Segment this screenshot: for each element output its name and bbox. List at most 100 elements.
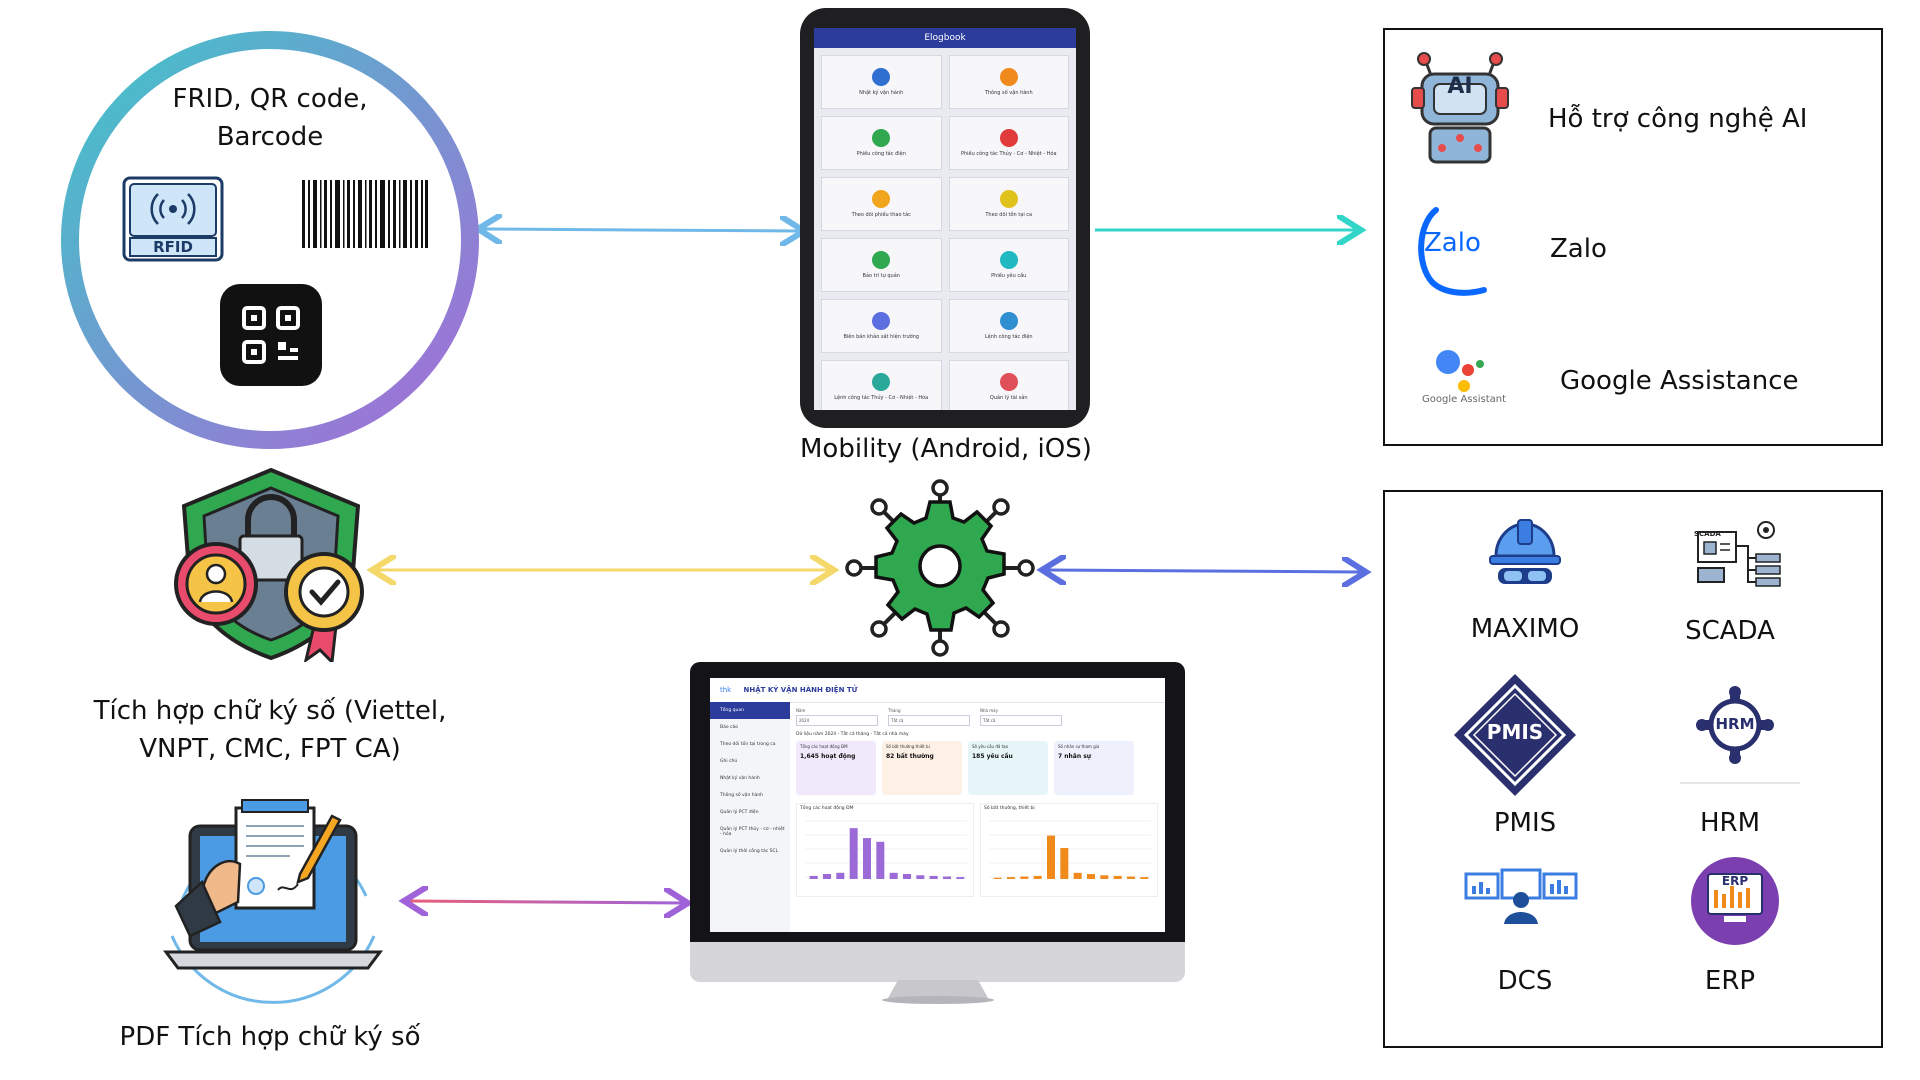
mini-chart-bar (993, 877, 1002, 879)
desktop-filter[interactable]: Năm 2024 (796, 708, 878, 726)
desktop-charts: Tổng các hoạt động ĐM Số bất thường, thi… (796, 803, 1159, 897)
desktop-filter-label: Tháng (888, 708, 901, 713)
app-tile-icon (872, 373, 891, 391)
desktop-stat-value: 82 bất thường (886, 753, 934, 760)
mini-chart-bar (943, 876, 951, 879)
desktop-stat-title: Số bất thường thiết bị (886, 744, 930, 749)
desktop-chart-activities: Tổng các hoạt động ĐM (796, 803, 974, 897)
app-tile[interactable]: Lệnh công tác điện (948, 299, 1069, 353)
app-tile-icon (999, 373, 1018, 391)
maximo-label: MAXIMO (1470, 614, 1580, 644)
app-tile-icon (872, 251, 891, 269)
desktop-stat-value: 1,645 hoạt động (800, 753, 856, 760)
arrow-scan-to-mobile (484, 229, 798, 231)
app-tile-label: Phiếu yêu cầu (991, 273, 1027, 279)
app-tile-label: Lệnh công tác điện (984, 334, 1033, 340)
desktop-menu-item[interactable]: Thông số vận hành (720, 793, 764, 798)
app-tile-icon (872, 129, 891, 147)
app-tile[interactable]: Phiếu công tác điện (821, 116, 942, 170)
app-tile[interactable]: Lệnh công tác Thủy - Cơ - Nhiệt - Hóa (821, 360, 942, 410)
google-assistance-label: Google Assistance (1560, 366, 1799, 396)
app-tile[interactable]: Thông số vận hành (948, 55, 1069, 109)
app-tile[interactable]: Biên bản khảo sát hiện trường (821, 299, 942, 353)
desktop-stat-title: Số nhân sự tham gia (1058, 744, 1100, 749)
desktop-filter-value[interactable]: Tất cả (888, 715, 970, 726)
app-tile-icon (999, 312, 1018, 330)
erp-icon (1691, 857, 1779, 945)
desktop-menu-item[interactable]: Theo dõi tồn tại trong ca (720, 742, 776, 747)
app-tile[interactable]: Theo dõi tồn tại ca (948, 177, 1069, 231)
desktop-chart-abnormal-bars (989, 820, 1151, 879)
desktop-menu-item[interactable]: Quản lý PCT điện (720, 810, 759, 815)
pmis-label: PMIS (1493, 808, 1557, 838)
pmis-logo-text: PMIS (1486, 720, 1544, 744)
scada-label: SCADA (1685, 616, 1775, 646)
mini-chart-bar (823, 874, 831, 879)
erp-label: ERP (1704, 966, 1756, 996)
digital-signature-shield-icon (174, 467, 364, 662)
desktop-brand: thk (720, 686, 732, 694)
mini-chart-bar (1020, 876, 1029, 879)
app-tile-icon (872, 312, 891, 330)
app-tile[interactable]: Theo dõi phiếu thao tác (821, 177, 942, 231)
mini-chart-bar (956, 877, 965, 879)
desktop-chart-activities-bars (805, 820, 967, 879)
scan-circle (61, 31, 479, 449)
hrm-logo-text: HRM (1715, 715, 1755, 733)
signature-label-line2: VNPT, CMC, FPT CA) (139, 734, 401, 764)
app-tile[interactable]: Phiếu công tác Thủy - Cơ - Nhiệt - Hóa (948, 116, 1069, 170)
desktop-filter-value[interactable]: Tất cả (980, 715, 1062, 726)
mini-chart-bar (1100, 875, 1109, 879)
desktop-filter-value[interactable]: 2024 (796, 715, 878, 726)
desktop-stat-title: Số yêu cầu đã tạo (972, 744, 1009, 749)
mini-chart-bar (1127, 876, 1135, 879)
app-tile[interactable]: Nhật ký vận hành (821, 55, 942, 109)
mini-chart-bar (849, 828, 858, 879)
app-tile-label: Lệnh công tác Thủy - Cơ - Nhiệt - Hóa (834, 395, 929, 401)
qr-code-icon (220, 284, 322, 386)
app-tile-label: Phiếu công tác điện (856, 151, 906, 157)
arrow-pdf-to-desktop (410, 901, 682, 903)
desktop-menu-item[interactable]: Quản lý PCT thủy - cơ - nhiệt - hóa (720, 827, 785, 837)
erp-logo-text: ERP (1721, 874, 1749, 888)
app-tile-label: Phiếu công tác Thủy - Cơ - Nhiệt - Hóa (960, 151, 1057, 157)
app-tile-icon (999, 129, 1018, 147)
app-tile-icon (999, 190, 1018, 208)
mobile-label: Mobility (Android, iOS) (800, 434, 1092, 464)
desktop-stat-card: Số bất thường thiết bị 82 bất thường (882, 741, 962, 795)
desktop-chart-abnormal: Số bất thường, thiết bị (980, 803, 1158, 897)
google-assistant-icon (1436, 350, 1484, 392)
app-tile[interactable]: Quản lý tài sản (948, 360, 1069, 410)
app-tile-icon (999, 68, 1018, 86)
desktop-menu-item[interactable]: Tổng quan (710, 702, 790, 719)
barcode-icon (302, 180, 428, 248)
app-tile-label: Theo dõi phiếu thao tác (851, 212, 911, 218)
desktop-menu-item[interactable]: Báo cáo (720, 725, 739, 730)
zalo-label: Zalo (1550, 234, 1607, 264)
app-tile[interactable]: Bảo trì tự quản (821, 238, 942, 292)
monitor-chin (690, 942, 1185, 982)
desktop-menu-item[interactable]: Quản lý thời công tác SCL (720, 849, 779, 854)
desktop-filter-label: Năm (796, 708, 806, 713)
mini-chart-bar (916, 875, 925, 879)
hrm-label: HRM (1699, 808, 1761, 838)
zalo-logo-text: Zalo (1424, 228, 1481, 258)
arrow-hub-to-systems (1048, 570, 1360, 572)
desktop-menu-item[interactable]: Nhật ký vận hành (720, 776, 760, 781)
app-tile[interactable]: Phiếu yêu cầu (948, 238, 1069, 292)
dcs-label: DCS (1497, 966, 1553, 996)
desktop-menu-item[interactable]: Ghi chú (720, 759, 738, 764)
mini-chart-bar (1060, 848, 1069, 879)
mini-chart-bar (876, 841, 885, 879)
